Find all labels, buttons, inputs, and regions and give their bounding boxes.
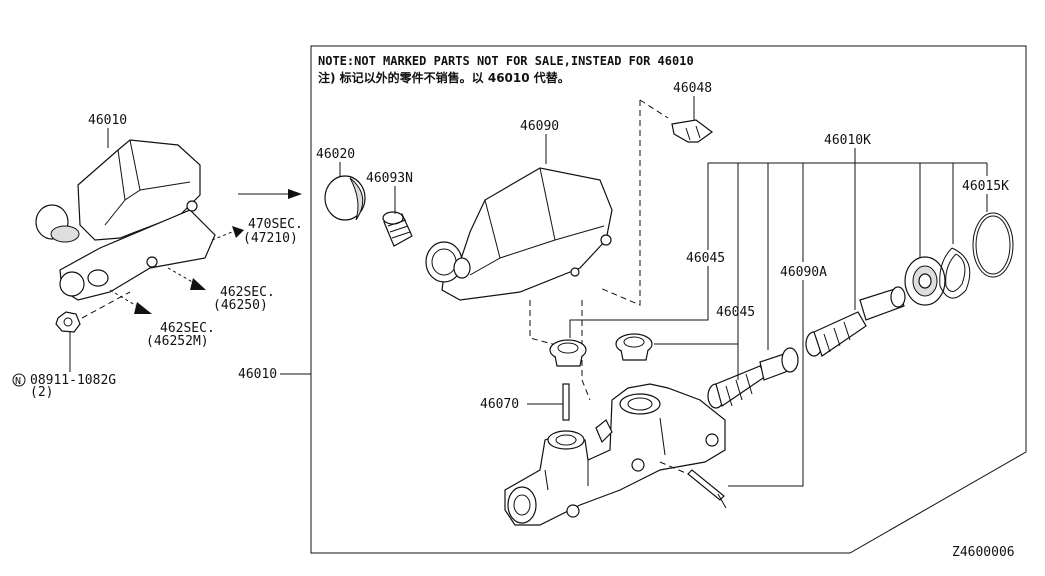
part-46045-grommet-a <box>549 339 587 367</box>
label-46015K: 46015K <box>962 179 1009 194</box>
figure-code: Z4600006 <box>952 545 1015 560</box>
label-46045-a: 46045 <box>686 251 725 266</box>
nut-symbol: N <box>15 376 21 387</box>
note-line-2: 注) 标记以外的零件不销售。以 46010 代替。 <box>318 70 570 85</box>
master-cylinder-body <box>504 383 726 526</box>
sec-470-label: 470SEC. <box>248 217 303 232</box>
label-left-46010: 46010 <box>88 113 127 128</box>
kit-46010K-bracket <box>707 148 988 380</box>
right-arrow-icon <box>238 189 302 199</box>
sec-462b-arrow-icon <box>109 289 152 314</box>
label-46090A: 46090A <box>780 265 827 280</box>
label-46048: 46048 <box>673 81 712 96</box>
dashed-guide-body <box>581 300 591 401</box>
part-46015K-o-ring <box>972 212 1014 278</box>
label-46020: 46020 <box>316 147 355 162</box>
label-46090: 46090 <box>520 119 559 134</box>
dashed-guide-grommet <box>529 300 561 347</box>
label-main-46010: 46010 <box>238 367 277 382</box>
part-46020-cap <box>324 175 366 221</box>
part-46045-grommet-b <box>615 333 653 361</box>
part-46093N-strainer <box>382 211 413 247</box>
part-46048-clip <box>671 119 714 143</box>
dashed-guide-clip-top <box>639 99 669 119</box>
part-snap-ring <box>939 247 971 299</box>
dashed-guide-clip <box>599 100 641 306</box>
label-46010K: 46010K <box>824 133 871 148</box>
detail-frame <box>310 45 1027 554</box>
sec-462b-label: 462SEC. <box>160 321 215 336</box>
circled-n-icon <box>12 373 26 387</box>
sec-462b-ref: (46252M) <box>146 334 209 349</box>
sec-470-arrow-icon <box>211 226 244 241</box>
sec-462a-label: 462SEC. <box>220 285 275 300</box>
label-46070: 46070 <box>480 397 519 412</box>
sec-470-ref: (47210) <box>243 231 298 246</box>
nut-qty-label: (2) <box>30 385 53 400</box>
part-46090-reservoir <box>425 167 613 301</box>
label-46045-b: 46045 <box>716 305 755 320</box>
leader-46045-a <box>569 266 709 338</box>
sec-462a-ref: (46250) <box>213 298 268 313</box>
part-seal-ring <box>904 256 946 306</box>
note-line-1: NOTE:NOT MARKED PARTS NOT FOR SALE,INSTE… <box>318 54 694 68</box>
nut-part-label: 08911-1082G <box>30 373 116 388</box>
leader-46090A <box>728 280 804 487</box>
leader-46045-b <box>654 320 739 345</box>
part-46070-pin <box>562 383 570 421</box>
left-assembly-drawing <box>35 139 216 333</box>
part-push-rod <box>687 469 727 509</box>
sec-462a-arrow-icon <box>167 267 206 290</box>
label-46093N: 46093N <box>366 171 413 186</box>
part-primary-piston-assy <box>707 347 799 409</box>
part-secondary-piston-assy <box>805 286 906 357</box>
